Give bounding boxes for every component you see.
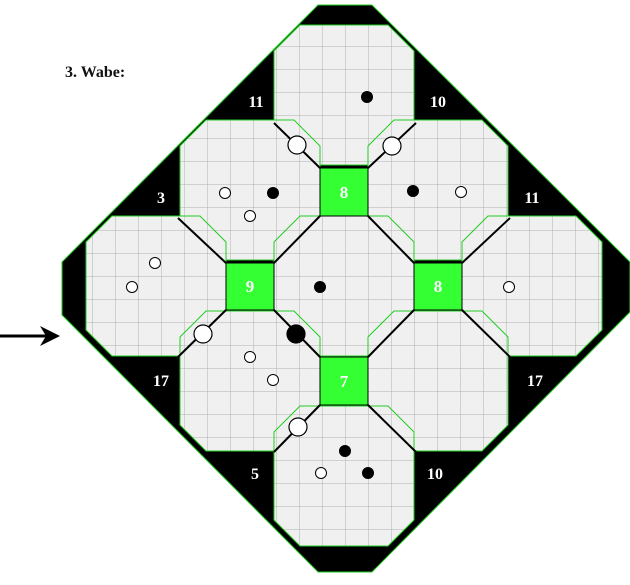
cell-group	[85, 24, 603, 547]
white-circle	[288, 417, 308, 437]
center-number-bottom: 7	[340, 372, 349, 391]
white-dot	[244, 351, 256, 363]
black-dot	[362, 467, 374, 479]
right-arrow-icon	[0, 326, 60, 346]
white-dot	[315, 467, 327, 479]
green-square-right	[413, 262, 463, 311]
black-dot	[314, 281, 326, 293]
white-dot	[267, 374, 279, 386]
edge-number-lower-left: 17	[153, 373, 169, 390]
center-number-top: 8	[340, 183, 349, 202]
cell-dots	[126, 91, 515, 479]
black-dot	[407, 185, 419, 197]
edge-number-lower-right: 17	[527, 373, 543, 390]
center-squares: 8 9 8 7	[225, 167, 463, 406]
edge-numbers: 11 10 3 11 17 17 5 10	[153, 94, 543, 483]
white-dot	[149, 257, 161, 269]
connector-circles	[193, 135, 402, 437]
black-dot	[361, 91, 373, 103]
white-circle	[382, 136, 402, 156]
center-number-right: 8	[434, 277, 443, 296]
edge-number-bottom-right: 10	[427, 466, 443, 483]
white-dot	[503, 281, 515, 293]
white-dot	[219, 187, 231, 199]
green-square-bottom	[319, 356, 369, 406]
edge-number-top-right: 10	[430, 94, 446, 111]
edge-number-top-left: 11	[248, 94, 263, 111]
green-square-top	[319, 167, 369, 217]
white-circle	[287, 135, 307, 155]
white-dot	[244, 210, 256, 222]
grid-cell	[273, 405, 415, 547]
white-dot	[126, 281, 138, 293]
black-dot	[339, 445, 351, 457]
puzzle-title: 3. Wabe:	[65, 64, 126, 81]
white-circle	[193, 324, 213, 344]
edge-number-bottom-left: 5	[251, 466, 259, 483]
edge-number-upper-left: 3	[157, 190, 165, 207]
center-number-left: 9	[246, 277, 255, 296]
black-dot	[267, 187, 279, 199]
edge-number-upper-right: 11	[524, 190, 539, 207]
white-dot	[455, 186, 467, 198]
green-square-left	[225, 262, 275, 311]
black-circle	[286, 324, 306, 344]
